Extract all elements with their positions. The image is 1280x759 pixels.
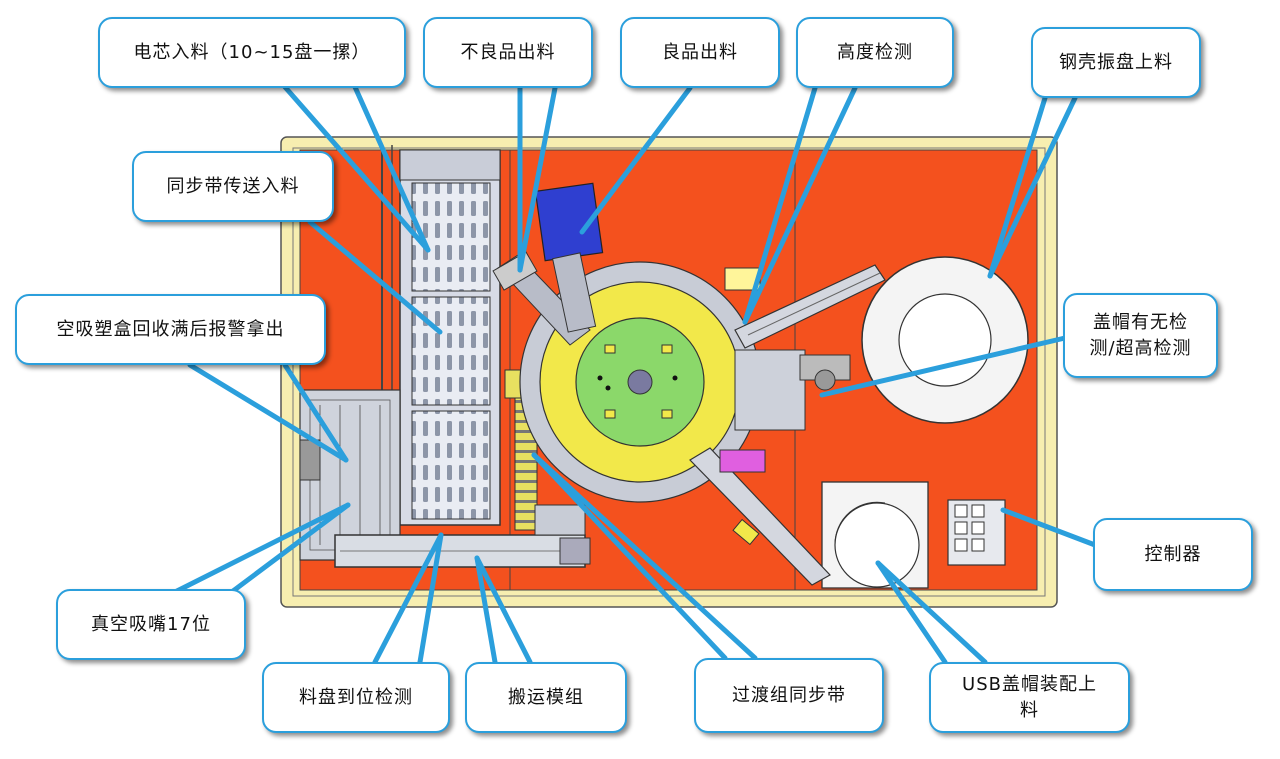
callout-tray-position-check: 料盘到位检测 bbox=[262, 662, 450, 733]
callout-transition-sync-belt: 过渡组同步带 bbox=[694, 658, 884, 733]
leader-steel-shell-feed bbox=[987, 95, 1078, 279]
callout-cap-check: 盖帽有无检测/超高检测 bbox=[1063, 293, 1218, 378]
leader-transfer-module bbox=[474, 555, 498, 665]
callout-vacuum-nozzle: 真空吸嘴17位 bbox=[56, 589, 246, 660]
leader-height-check bbox=[742, 85, 818, 325]
callout-steel-shell-feed: 钢壳振盘上料 bbox=[1031, 27, 1201, 98]
callout-sync-belt-feed: 同步带传送入料 bbox=[132, 151, 334, 222]
callout-height-check: 高度检测 bbox=[796, 17, 954, 88]
controller-unit bbox=[947, 499, 1006, 566]
leader-height-check-2 bbox=[742, 85, 858, 325]
leader-good-out bbox=[579, 85, 693, 235]
leader-vacuum-tray-recycle bbox=[187, 362, 349, 463]
callout-controller: 控制器 bbox=[1093, 518, 1253, 591]
feed-tray-stack bbox=[381, 145, 501, 530]
leader-battery-core-feed bbox=[282, 84, 431, 253]
leader-lines bbox=[162, 84, 1098, 665]
leader-steel-shell-feed-2 bbox=[987, 95, 1048, 279]
leader-tray-position-check-2 bbox=[417, 532, 444, 665]
leader-transfer-module-2 bbox=[474, 555, 533, 665]
callout-usb-cap-feed: USB盖帽装配上料 bbox=[929, 662, 1130, 733]
good-output-box bbox=[534, 182, 604, 333]
leader-tray-position-check bbox=[372, 532, 444, 665]
leader-vacuum-nozzle bbox=[162, 502, 351, 600]
leader-usb-cap-feed bbox=[875, 560, 988, 665]
callout-reject-out: 不良品出料 bbox=[423, 17, 593, 88]
leader-transition-sync-belt bbox=[531, 452, 728, 661]
leader-vacuum-nozzle-2 bbox=[222, 502, 351, 600]
leader-reject-out-2 bbox=[517, 85, 558, 273]
leader-transition-sync-belt-2 bbox=[531, 452, 758, 661]
leader-usb-cap-feed-2 bbox=[875, 560, 948, 665]
callout-battery-core-feed: 电芯入料（10~15盘一摞） bbox=[98, 17, 406, 88]
usb-cap-feed-rail bbox=[689, 447, 831, 586]
height-check-rail bbox=[724, 264, 886, 349]
usb-cap-bowl bbox=[821, 481, 929, 589]
transfer-module-rail bbox=[334, 534, 591, 568]
steel-shell-vibratory-bowl bbox=[861, 256, 1029, 424]
leader-controller bbox=[1000, 507, 1098, 548]
leader-cap-check bbox=[819, 335, 1068, 398]
callout-vacuum-tray-recycle: 空吸塑盒回收满后报警拿出 bbox=[15, 294, 326, 365]
leader-vacuum-tray-recycle-2 bbox=[282, 362, 349, 463]
leader-sync-belt-feed bbox=[307, 219, 443, 335]
callout-good-out: 良品出料 bbox=[620, 17, 780, 88]
leader-battery-core-feed-2 bbox=[352, 84, 431, 253]
callout-transfer-module: 搬运模组 bbox=[465, 662, 627, 733]
cap-check-station bbox=[734, 349, 851, 431]
